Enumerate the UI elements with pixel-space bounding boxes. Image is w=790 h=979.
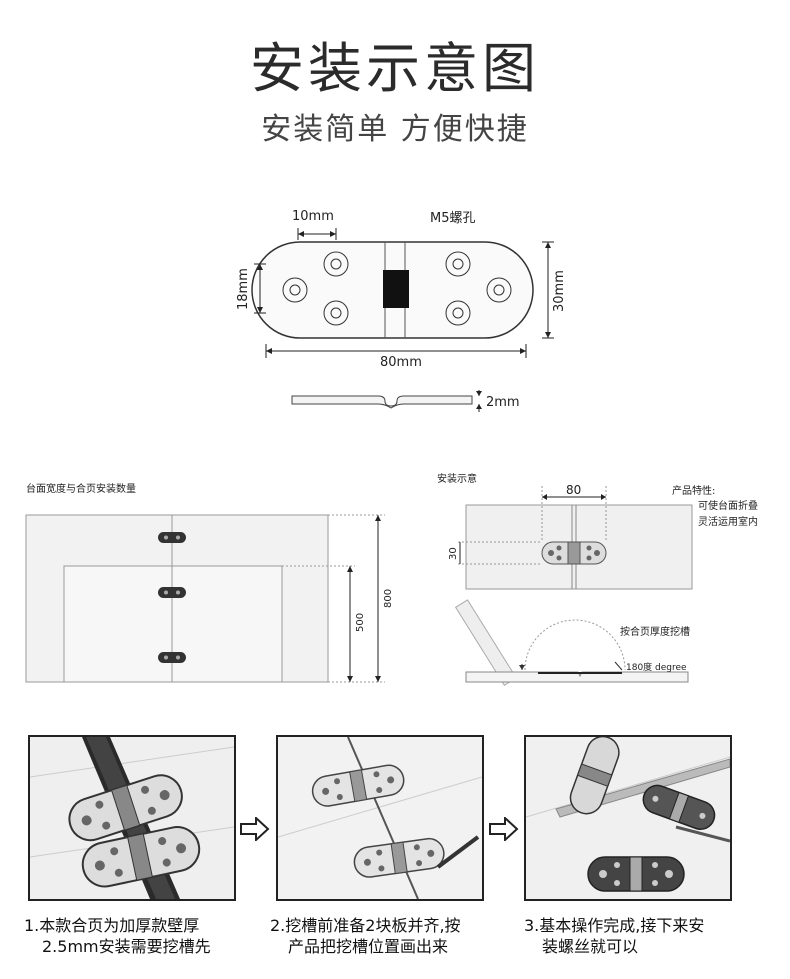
dim-label-30mm: 30mm	[552, 270, 567, 312]
features-line2: 灵活运用室内	[698, 515, 758, 528]
hinge-dimension-drawing: 10mm M5螺孔 18mm 30mm 80mm 2mm	[236, 209, 567, 412]
hinge-photo-top	[68, 774, 183, 842]
dim-label-80mm: 80mm	[380, 355, 422, 370]
hinge-photo-right	[642, 784, 716, 830]
step1-caption-line2: 2.5mm安装需要挖槽先	[42, 937, 211, 956]
screw-hole	[323, 251, 349, 277]
dim-label-10mm: 10mm	[292, 209, 334, 224]
step2-caption: 2.挖槽前准备2块板并齐,按 产品把挖槽位置画出来	[270, 915, 510, 957]
step3-caption-line2: 装螺丝就可以	[542, 937, 639, 956]
step1-caption-line1: 1.本款合页为加厚款壁厚	[24, 916, 200, 935]
hinge-top-view	[541, 541, 607, 565]
step3-caption-line1: 3.基本操作完成,接下来安	[524, 916, 705, 935]
dim-label-800: 800	[383, 589, 394, 608]
step2-caption-line1: 2.挖槽前准备2块板并齐,按	[270, 916, 461, 935]
degree-label: 180度 degree	[626, 661, 687, 673]
rotation-arc	[524, 619, 626, 671]
hinge-marker-top	[158, 532, 186, 543]
dim-label-500: 500	[355, 613, 366, 632]
screw-hole	[445, 251, 471, 277]
hinge-side-profile	[291, 395, 473, 409]
table-width-diagram: 500 800	[25, 514, 394, 683]
groove-note: 按合页厚度挖槽	[620, 625, 690, 638]
hinge-photo-lower	[353, 837, 445, 878]
hinge-marker-bottom	[158, 652, 186, 663]
hinge-marker-middle	[158, 587, 186, 598]
screw-hole	[445, 300, 471, 326]
step1-caption: 1.本款合页为加厚款壁厚 2.5mm安装需要挖槽先	[24, 915, 264, 957]
inner-table-panel	[63, 565, 283, 683]
features-title: 产品特性:	[672, 484, 715, 497]
step1-image	[28, 735, 236, 901]
screw-hole	[282, 277, 308, 303]
step3-image	[524, 735, 732, 901]
dim-label-80: 80	[566, 483, 581, 497]
step2-image	[276, 735, 484, 901]
hinge-photo-bottom	[587, 856, 685, 892]
hinge-photo-bottom	[81, 826, 201, 888]
table-width-title: 台面宽度与合页安装数量	[26, 484, 136, 495]
screwdriver	[675, 825, 730, 843]
dim-label-m5: M5螺孔	[430, 211, 476, 226]
dim-label-2mm: 2mm	[486, 395, 520, 410]
features-line1: 可使台面折叠	[698, 499, 758, 512]
hinge-photo-upper	[311, 764, 405, 807]
hinge-pin-block	[383, 270, 409, 308]
pencil	[436, 835, 480, 869]
page-title: 安装示意图	[250, 37, 540, 100]
step3-caption: 3.基本操作完成,接下来安 装螺丝就可以	[524, 915, 764, 957]
arrow-right-icon	[240, 817, 270, 841]
page-subtitle: 安装简单 方便快捷	[261, 112, 529, 147]
dim-label-30: 30	[448, 547, 459, 560]
install-diagram: 80 30 产品特性: 可使台面折叠 灵活运用室内 按合页厚度挖槽 180度 d…	[448, 483, 758, 687]
arrow-right-icon	[489, 817, 519, 841]
screw-hole	[323, 300, 349, 326]
step2-caption-line2: 产品把挖槽位置画出来	[288, 937, 449, 956]
screw-hole	[486, 277, 512, 303]
dim-label-18mm: 18mm	[236, 268, 251, 310]
install-diagram-title: 安装示意	[437, 474, 477, 485]
hinge-photo-mounted	[569, 737, 620, 815]
